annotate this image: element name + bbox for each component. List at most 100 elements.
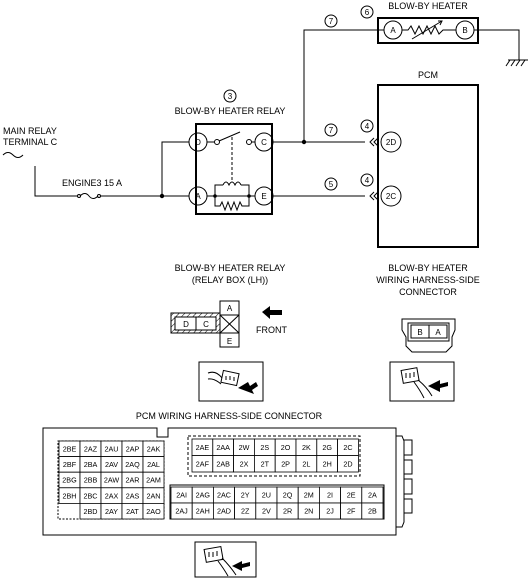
- ground-symbol: [505, 59, 528, 67]
- connector-mark-2c: [369, 191, 379, 201]
- relay-connector-illustration: [198, 361, 264, 402]
- relay-conn-a: A: [227, 304, 233, 313]
- pcm-connector-title: PCM WIRING HARNESS-SIDE CONNECTOR: [136, 411, 323, 421]
- pcm-pin-2ba: 2BA: [84, 460, 98, 469]
- pcm-pin-2x: 2X: [240, 459, 249, 468]
- pcm-pin-2g: 2G: [322, 443, 332, 452]
- pcm-pin-2bd: 2BD: [84, 507, 98, 516]
- pcm-pin-2au: 2AU: [105, 445, 119, 454]
- pcm-pin-2at: 2AT: [126, 507, 139, 516]
- pcm-pin-2al: 2AL: [147, 460, 160, 469]
- svg-text:7: 7: [329, 17, 334, 26]
- pcm-pin-2o: 2O: [281, 443, 291, 452]
- relay-pin-c: C: [261, 138, 267, 147]
- pcm-pin-2ar: 2AR: [126, 476, 140, 485]
- pcm-pin-2y: 2Y: [241, 491, 250, 500]
- pcm-pin-2as: 2AS: [126, 491, 140, 500]
- pcm-connector-illustration: [194, 541, 257, 578]
- svg-text:4: 4: [365, 176, 370, 185]
- pcm-pin-2az: 2AZ: [84, 445, 98, 454]
- pcm-pin-2ac: 2AC: [217, 491, 231, 500]
- pcm-pin-2l: 2L: [302, 459, 310, 468]
- pcm-pin-2ah: 2AH: [196, 507, 210, 516]
- svg-text:4: 4: [365, 122, 370, 131]
- pcm-pin-2ag: 2AG: [196, 491, 211, 500]
- pcm-pin-2ad: 2AD: [217, 507, 231, 516]
- pcm-pin-2t: 2T: [261, 459, 270, 468]
- heater-connector: B A: [401, 318, 456, 353]
- pcm-pin-2ax: 2AX: [105, 491, 119, 500]
- blowby-heater-relay: D C A E: [188, 123, 274, 215]
- pcm-pin-2ay: 2AY: [105, 507, 118, 516]
- splice-dot-left: [159, 193, 165, 199]
- pcm-pin-2v: 2V: [262, 507, 271, 516]
- svg-text:7: 7: [329, 126, 334, 135]
- pcm-pin-2bb: 2BB: [84, 476, 98, 485]
- heater-ground-wire: [474, 29, 520, 60]
- pcm-pin-2b: 2B: [368, 507, 377, 516]
- pcm-pin-2m: 2M: [304, 491, 314, 500]
- relay-pin-d: D: [195, 138, 201, 147]
- pcm-pin-2aa: 2AA: [216, 443, 230, 452]
- pcm-pin-2z: 2Z: [241, 507, 250, 516]
- pcm-pin-2s: 2S: [260, 443, 269, 452]
- svg-text:5: 5: [329, 180, 334, 189]
- pcm-pin-2ai: 2AI: [176, 491, 187, 500]
- pcm-cell-box: [361, 502, 384, 520]
- main-relay-wire: [34, 166, 78, 197]
- pcm-pin-2bf: 2BF: [63, 460, 77, 469]
- circle-number-4-upper: 4: [360, 119, 374, 133]
- pcm-cell-box: [337, 455, 359, 473]
- pcm-pin-2u: 2U: [262, 491, 271, 500]
- pcm-pin-2k: 2K: [302, 443, 311, 452]
- pcm-pin-2i: 2I: [327, 491, 333, 500]
- heater-pin-b: B: [462, 26, 467, 35]
- pcm-pin-2be: 2BE: [63, 445, 77, 454]
- fuse-symbol: [77, 193, 101, 199]
- circle-number-7-top: 7: [324, 14, 338, 28]
- circle-number-4-lower: 4: [360, 173, 374, 187]
- svg-text:6: 6: [365, 8, 370, 17]
- pcm-pin-2bg: 2BG: [62, 476, 77, 485]
- circle-number-6: 6: [360, 5, 374, 19]
- heater-connector-title-2: WIRING HARNESS-SIDE: [376, 275, 480, 285]
- relay-box-connector: D C A E: [170, 300, 240, 348]
- pcm-pin-2d: 2D: [386, 138, 396, 147]
- relay-box-title-1: BLOW-BY HEATER RELAY: [175, 263, 286, 273]
- pcm-pin-2j: 2J: [326, 507, 334, 516]
- pcm-pin-2aq: 2AQ: [125, 460, 140, 469]
- pcm-pin-2w: 2W: [239, 443, 250, 452]
- pcm-pin-2af: 2AF: [196, 459, 210, 468]
- pcm-pin-2aw: 2AW: [104, 476, 120, 485]
- relay-conn-d: D: [183, 320, 189, 329]
- pcm-pin-2r: 2R: [283, 507, 292, 516]
- blowby-heater-title: BLOW-BY HEATER: [388, 1, 468, 11]
- relay-box-title-2: (RELAY BOX (LH)): [192, 275, 268, 285]
- front-arrow-icon: [262, 306, 282, 319]
- pcm-pin-2c: 2C: [343, 443, 352, 452]
- pcm-pin-2a: 2A: [368, 491, 377, 500]
- wire-break-mark: [2, 152, 24, 158]
- pcm-pin-2h: 2H: [323, 459, 332, 468]
- heater-conn-a: A: [435, 328, 441, 337]
- connector-mark-2d: [369, 137, 379, 147]
- pcm-pin-2p: 2P: [281, 459, 290, 468]
- svg-text:3: 3: [228, 92, 233, 101]
- heater-connector-title-3: CONNECTOR: [399, 287, 457, 297]
- main-relay-label-1: MAIN RELAY: [3, 126, 57, 136]
- pcm-cell-box: [142, 502, 165, 520]
- circle-number-7-mid: 7: [324, 123, 338, 137]
- pcm-pin-2ap: 2AP: [126, 445, 140, 454]
- pcm-pin-2bc: 2BC: [84, 491, 98, 500]
- pcm-pin-2ab: 2AB: [216, 459, 230, 468]
- pcm-pin-2am: 2AM: [146, 476, 161, 485]
- heater-connector-illustration: [389, 361, 455, 402]
- relay-d-feed-wire: [161, 141, 189, 196]
- pcm-box: 2D 2C: [377, 84, 479, 248]
- pcm-pin-2e: 2E: [347, 491, 356, 500]
